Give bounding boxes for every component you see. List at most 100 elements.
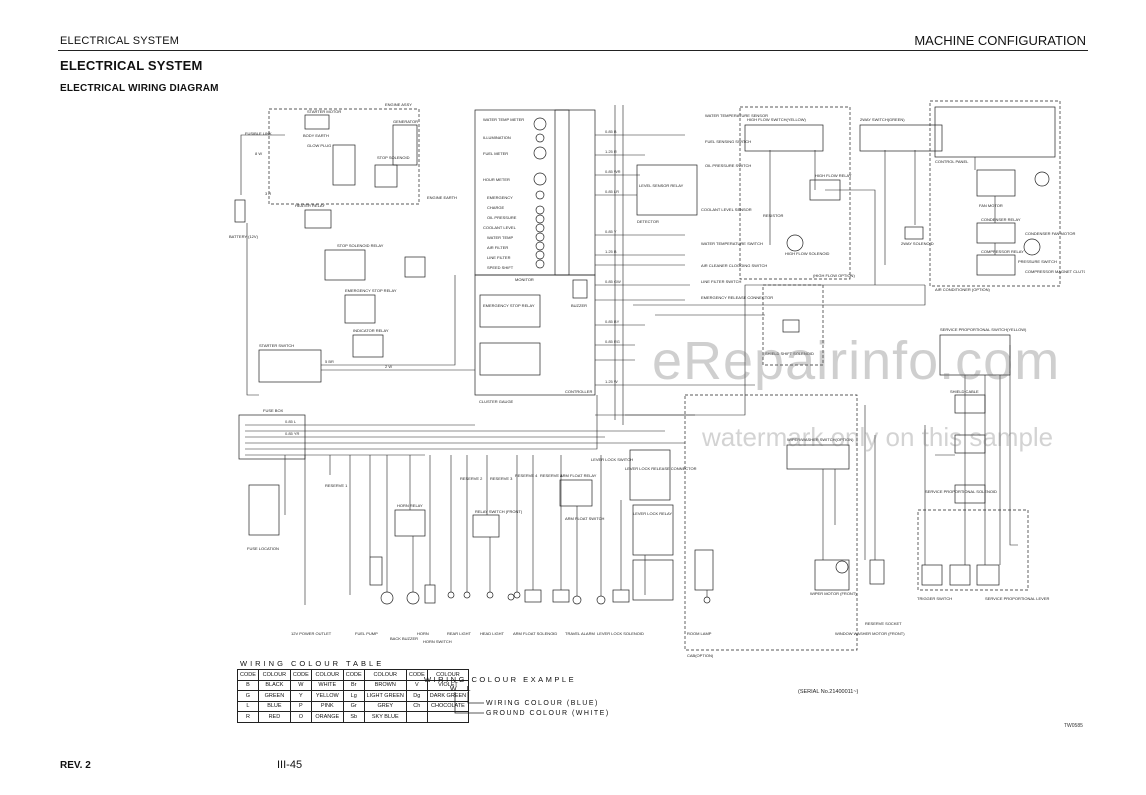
svg-text:FUEL SENSING SWITCH: FUEL SENSING SWITCH [705, 139, 751, 144]
table-cell: CODE [289, 669, 312, 681]
svg-text:EMERGENCY: EMERGENCY [487, 195, 513, 200]
svg-text:WATER TEMP METER: WATER TEMP METER [483, 117, 524, 122]
svg-text:RESERVE SOCKET: RESERVE SOCKET [865, 621, 902, 626]
svg-text:RESERVE 1: RESERVE 1 [325, 483, 348, 488]
svg-text:AIR FILTER: AIR FILTER [487, 245, 508, 250]
svg-text:HIGH FLOW RELAY: HIGH FLOW RELAY [815, 173, 852, 178]
svg-text:SHIELD SHIFT SOLENOID: SHIELD SHIFT SOLENOID [765, 351, 814, 356]
page-title: ELECTRICAL SYSTEM [60, 58, 203, 73]
table-cell: Y [289, 690, 312, 702]
table-cell: G [237, 690, 259, 702]
svg-text:0.85 RG: 0.85 RG [605, 339, 620, 344]
svg-text:CLUSTER GAUGE: CLUSTER GAUGE [479, 399, 514, 404]
svg-text:SERVICE PROPORTIONAL LEVER: SERVICE PROPORTIONAL LEVER [985, 596, 1050, 601]
table-cell: WHITE [310, 679, 344, 691]
colour-table-title: WIRING COLOUR TABLE [240, 659, 385, 668]
svg-text:EMERGENCY STOP RELAY: EMERGENCY STOP RELAY [483, 303, 535, 308]
svg-text:ARM FLOAT SOLENOID: ARM FLOAT SOLENOID [513, 631, 557, 636]
svg-text:COMPRESSOR MAGNET CLUTCH: COMPRESSOR MAGNET CLUTCH [1025, 269, 1085, 274]
table-row: R RED O ORANGE Sb SKY BLUE [237, 711, 470, 723]
svg-text:WINDOW WASHER MOTOR (FRONT): WINDOW WASHER MOTOR (FRONT) [835, 631, 905, 636]
svg-text:FUSIBLE LINK: FUSIBLE LINK [245, 131, 272, 136]
svg-text:WATER TEMP: WATER TEMP [487, 235, 513, 240]
svg-text:STARTER SWITCH: STARTER SWITCH [259, 343, 294, 348]
svg-text:0.85 BY: 0.85 BY [605, 319, 620, 324]
svg-text:0.85 GW: 0.85 GW [605, 279, 621, 284]
svg-text:3 R: 3 R [265, 191, 271, 196]
svg-text:FUSE BOX: FUSE BOX [263, 408, 284, 413]
svg-text:ENGINE EARTH: ENGINE EARTH [427, 195, 457, 200]
page-header-right: MACHINE CONFIGURATION [914, 33, 1086, 48]
svg-text:STOP SOLENOID: STOP SOLENOID [377, 155, 410, 160]
svg-text:HEATER RELAY: HEATER RELAY [295, 203, 325, 208]
svg-text:CONDENSER FAN MOTOR: CONDENSER FAN MOTOR [1025, 231, 1075, 236]
serial-note: (SERIAL No.21400011~) [798, 689, 859, 695]
svg-text:1.25 W: 1.25 W [605, 379, 618, 384]
svg-text:FAN MOTOR: FAN MOTOR [979, 203, 1003, 208]
svg-text:RESERVE 3: RESERVE 3 [490, 476, 513, 481]
svg-text:0.85 LR: 0.85 LR [605, 189, 619, 194]
colour-example-code: WL [450, 686, 481, 693]
svg-text:AIR CLEANER CLOGGING SWITCH: AIR CLEANER CLOGGING SWITCH [701, 263, 767, 268]
table-cell: Br [342, 679, 365, 691]
table-cell: GREEN [257, 690, 291, 702]
svg-text:12V POWER OUTLET: 12V POWER OUTLET [291, 631, 332, 636]
table-cell: Sb [342, 711, 365, 723]
svg-text:LEVEL SENSOR RELAY: LEVEL SENSOR RELAY [639, 183, 684, 188]
svg-text:SERVICE PROPORTIONAL SOLENOID: SERVICE PROPORTIONAL SOLENOID [925, 489, 997, 494]
svg-text:PRESSURE SWITCH: PRESSURE SWITCH [1018, 259, 1057, 264]
svg-text:2WAY SOLENOID: 2WAY SOLENOID [901, 241, 934, 246]
svg-text:BATTERY (12V): BATTERY (12V) [229, 234, 259, 239]
header-rule [58, 50, 1088, 51]
table-cell: CODE [342, 669, 365, 681]
page-header-left: ELECTRICAL SYSTEM [60, 35, 180, 47]
svg-text:RESERVE 5: RESERVE 5 [540, 473, 563, 478]
svg-text:LINE FILTER: LINE FILTER [487, 255, 511, 260]
svg-text:1.25 R: 1.25 R [605, 149, 617, 154]
svg-text:FUEL METER: FUEL METER [483, 151, 508, 156]
svg-text:CHARGE: CHARGE [487, 205, 504, 210]
svg-text:HIGH FLOW SOLENOID: HIGH FLOW SOLENOID [785, 251, 830, 256]
svg-text:CONDENSER RELAY: CONDENSER RELAY [981, 217, 1021, 222]
svg-text:SHIELD CABLE: SHIELD CABLE [950, 389, 979, 394]
svg-text:FUSE LOCATION: FUSE LOCATION [247, 546, 279, 551]
colour-example-title: WIRING COLOUR EXAMPLE [424, 675, 577, 684]
svg-text:WATER TEMPERATURE SWITCH: WATER TEMPERATURE SWITCH [701, 241, 763, 246]
table-cell: B [237, 679, 259, 691]
svg-text:LEVER LOCK SWITCH: LEVER LOCK SWITCH [591, 457, 633, 462]
table-cell: BROWN [363, 679, 407, 691]
svg-text:WIPER/WASHER SWITCH(OPTION): WIPER/WASHER SWITCH(OPTION) [787, 437, 854, 442]
svg-text:HORN SWITCH: HORN SWITCH [423, 639, 452, 644]
table-cell: LIGHT GREEN [363, 690, 407, 702]
table-cell: O [289, 711, 312, 723]
svg-text:HOUR METER: HOUR METER [483, 177, 510, 182]
svg-text:EMERGENCY RELEASE CONNECTOR: EMERGENCY RELEASE CONNECTOR [701, 295, 773, 300]
svg-text:HORN: HORN [417, 631, 429, 636]
svg-text:COOLANT LEVEL SENSOR: COOLANT LEVEL SENSOR [701, 207, 752, 212]
wiring-diagram: 0.85 B 1.25 R 0.85 WR 0.85 LR 0.85 Y 1.2… [229, 100, 1085, 658]
svg-text:BUZZER: BUZZER [571, 303, 587, 308]
svg-text:8 W: 8 W [255, 151, 262, 156]
table-cell: Lg [342, 690, 365, 702]
svg-text:OIL PRESSURE SWITCH: OIL PRESSURE SWITCH [705, 163, 751, 168]
section-title: ELECTRICAL WIRING DIAGRAM [60, 83, 219, 94]
svg-text:1.25 B: 1.25 B [605, 249, 617, 254]
table-cell [426, 711, 470, 723]
svg-text:5 BR: 5 BR [325, 359, 334, 364]
svg-text:2WAY SWITCH(GREEN): 2WAY SWITCH(GREEN) [860, 117, 905, 122]
colour-table: CODE COLOUR CODE COLOUR CODE COLOUR CODE… [237, 669, 470, 723]
svg-text:RESISTOR: RESISTOR [763, 213, 783, 218]
table-cell: W [289, 679, 312, 691]
svg-text:ARM FLOAT RELAY: ARM FLOAT RELAY [560, 473, 597, 478]
colour-example-ground: GROUND COLOUR (WHITE) [486, 710, 610, 717]
svg-text:LEVER LOCK SOLENOID: LEVER LOCK SOLENOID [597, 631, 644, 636]
svg-text:CONTROL PANEL: CONTROL PANEL [935, 159, 969, 164]
table-cell: BLUE [257, 700, 291, 712]
table-cell: COLOUR [363, 669, 407, 681]
table-cell: Ch [405, 700, 428, 712]
svg-text:SERVICE PROPORTIONAL SWITCH(YE: SERVICE PROPORTIONAL SWITCH(YELLOW) [940, 327, 1027, 332]
svg-text:HIGH FLOW SWITCH(YELLOW): HIGH FLOW SWITCH(YELLOW) [747, 117, 807, 122]
svg-text:COMPRESSOR RELAY: COMPRESSOR RELAY [981, 249, 1024, 254]
svg-text:2 W: 2 W [385, 364, 392, 369]
svg-text:OIL PRESSURE: OIL PRESSURE [487, 215, 517, 220]
